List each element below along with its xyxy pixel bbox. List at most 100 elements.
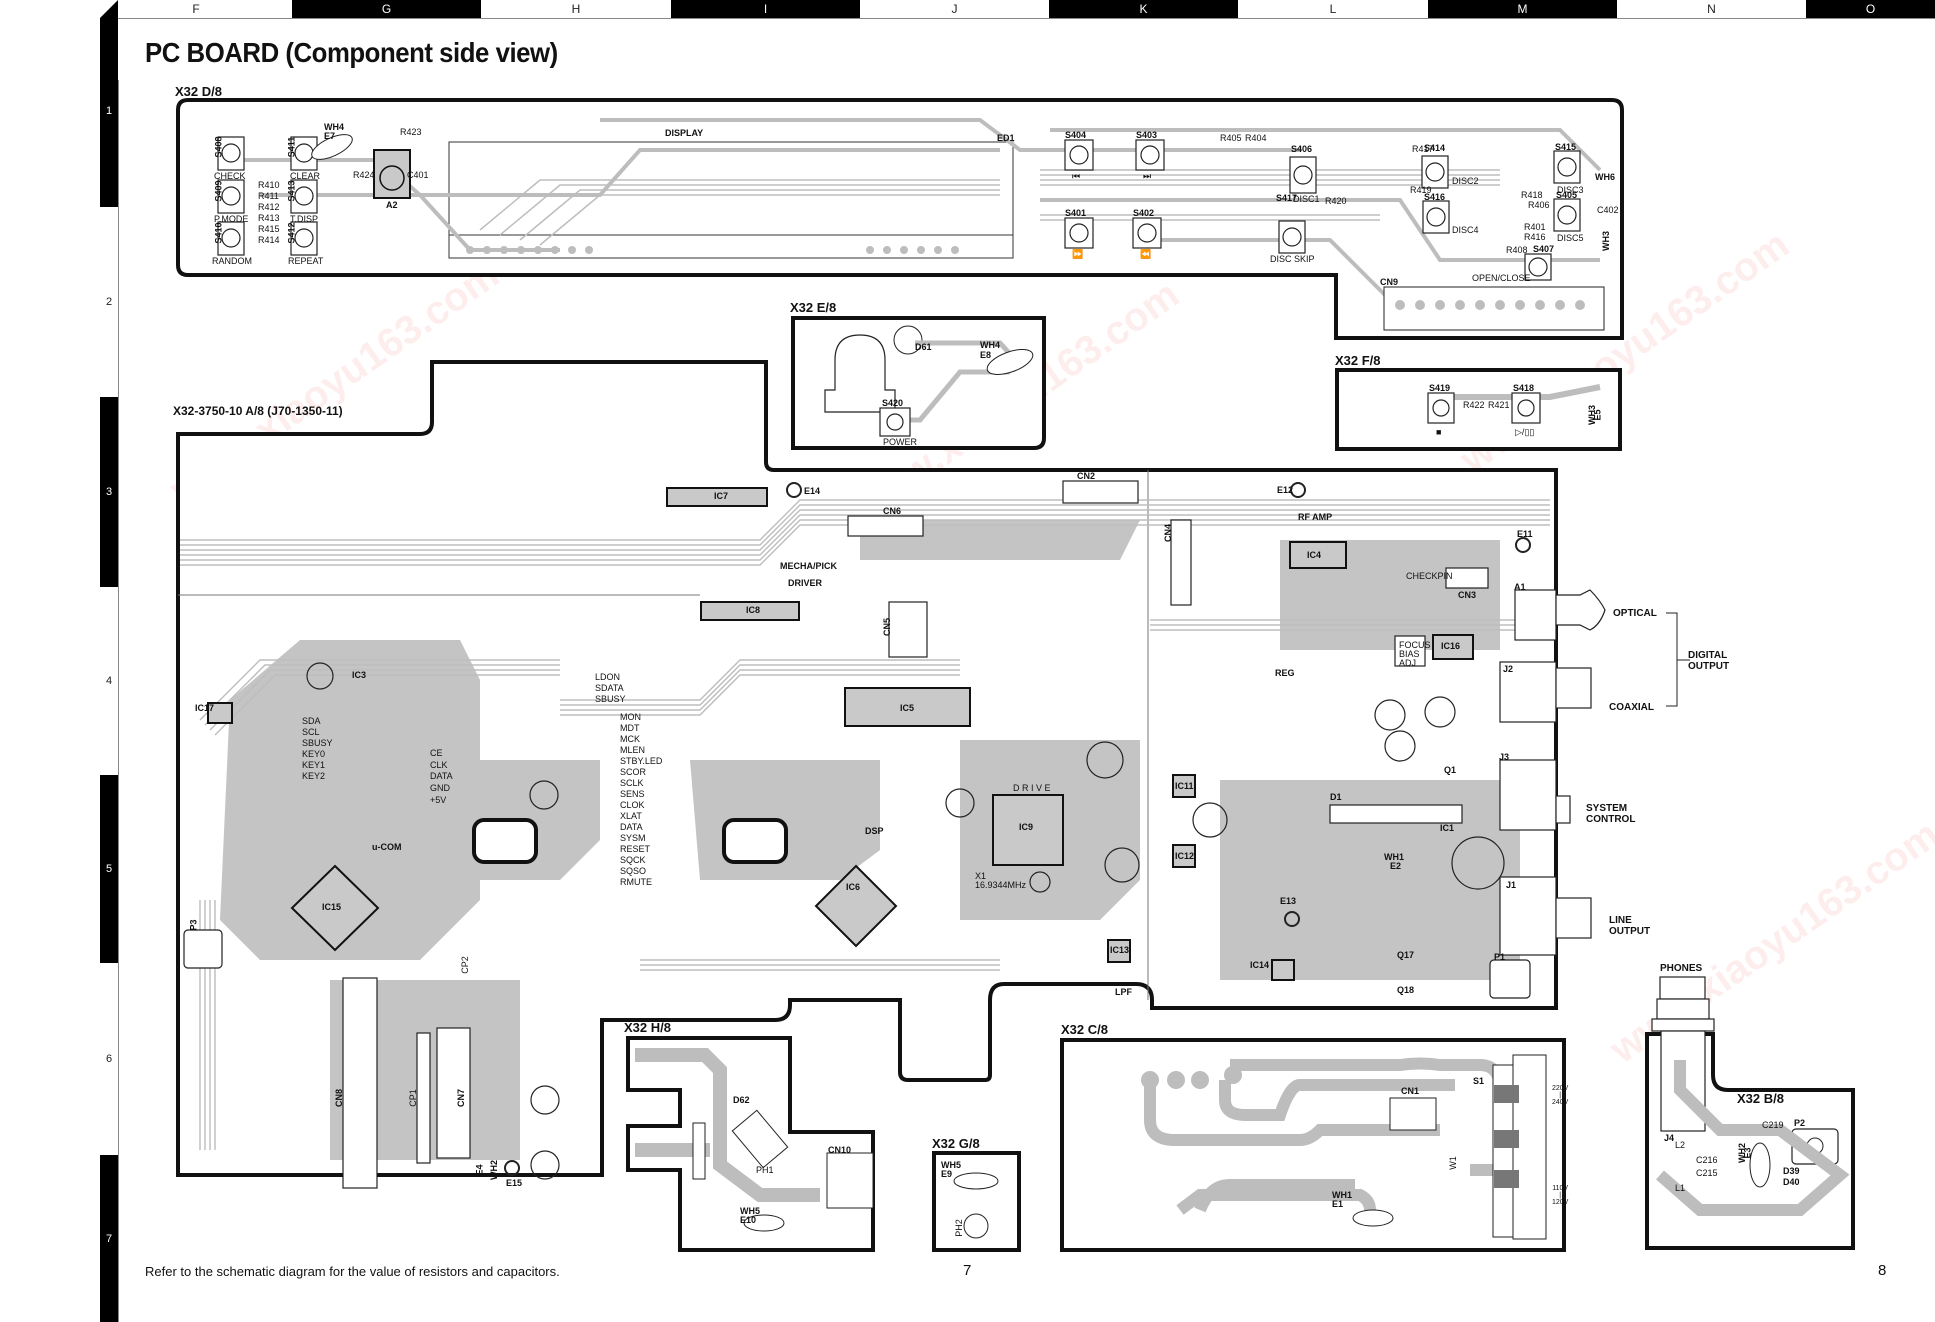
switch-ref: S416 — [1424, 192, 1446, 202]
switch-name: DISC5 — [1557, 233, 1584, 243]
w1-label: W1 — [1447, 1156, 1458, 1170]
e12-label: E12 — [1277, 485, 1294, 495]
e15-label: E15 — [506, 1178, 523, 1188]
wh1-label: WH1 — [1384, 852, 1404, 862]
bus-signal-label: MCK — [620, 734, 640, 744]
d1-label: D1 — [1330, 792, 1342, 802]
e10-label: E10 — [740, 1215, 757, 1225]
switch-ref: S405 — [1556, 190, 1578, 200]
signal-label: SDA — [302, 716, 321, 726]
resistor-label: R405 — [1220, 133, 1242, 143]
led-d62: D62 — [733, 1095, 750, 1105]
switch-name: DISC2 — [1452, 176, 1479, 186]
bus-signal-label: CLOK — [620, 800, 645, 810]
page-number-left: 7 — [963, 1262, 972, 1279]
cn7-label: CN7 — [456, 1088, 467, 1108]
board-c-label: X32 C/8 — [1061, 1022, 1108, 1037]
bus-signal-label: RMUTE — [620, 877, 652, 887]
ic6-label: IC6 — [846, 882, 861, 892]
ic16-label: IC16 — [1441, 641, 1461, 651]
switch-name: ⏮ — [1072, 171, 1081, 181]
wh1-label: WH1 — [1332, 1190, 1352, 1200]
resistor-label: R416 — [1524, 232, 1546, 242]
switch-name: ⏩ — [1072, 249, 1084, 259]
e11-label: E11 — [1517, 529, 1533, 539]
ic9-label: IC9 — [1019, 822, 1034, 832]
wh3-label: WH3 — [1601, 231, 1611, 251]
grid-row-2: 2 — [100, 207, 118, 397]
focus-label: FOCUS — [1399, 640, 1431, 650]
resistor-label: R424 — [353, 170, 375, 180]
connector-e7: E7 — [324, 131, 336, 141]
display-label: DISPLAY — [665, 128, 704, 138]
switch-name: DISC SKIP — [1270, 254, 1315, 264]
bus-signal-label: MDT — [620, 723, 640, 733]
cn3-label: CN3 — [1458, 590, 1477, 600]
resistor-label: R415 — [258, 224, 280, 234]
ic13-label: IC13 — [1110, 945, 1130, 955]
ic1-label: IC1 — [1440, 823, 1455, 833]
switch-ref: S404 — [1065, 130, 1087, 140]
board-g-label: X32 G/8 — [932, 1136, 980, 1151]
capacitor-c402: C402 — [1597, 205, 1619, 215]
switch-name: DISC3 — [1557, 185, 1584, 195]
voltage-high-label: 220V | 240V — [1552, 1085, 1569, 1106]
j2-label: J2 — [1503, 664, 1514, 674]
grid-column-f: F — [100, 0, 292, 18]
diode-d40: D40 — [1783, 1177, 1800, 1187]
board-a-label: X32-3750-10 A/8 (J70-1350-11) — [173, 404, 343, 418]
dsp-label: DSP — [865, 826, 884, 836]
switch-ref: S414 — [1424, 143, 1446, 153]
resistor-label: R404 — [1245, 133, 1267, 143]
cn8-label: CN8 — [334, 1088, 345, 1108]
a1-label: A1 — [1514, 582, 1526, 592]
bus-signal-label: SDATA — [595, 683, 624, 693]
sensor-a2: A2 — [386, 200, 398, 210]
e1-label: E1 — [1332, 1199, 1344, 1209]
signal-label: KEY2 — [302, 771, 326, 781]
bus-signal-label: MLEN — [620, 745, 646, 755]
part-label: C219 — [1762, 1120, 1784, 1130]
bus-signal-label: SBUSY — [595, 694, 626, 704]
resistor-label: R401 — [1524, 222, 1546, 232]
resistor-label: R421 — [1488, 400, 1510, 410]
switch-ref: S406 — [1291, 144, 1313, 154]
board-d-outline — [176, 98, 1624, 340]
resistor-label: R419 — [1410, 185, 1432, 195]
signal-label: KEY1 — [302, 760, 326, 770]
signal-label: GND — [430, 783, 450, 793]
switch-name: CLEAR — [290, 171, 321, 181]
p3-label: P3 — [188, 919, 199, 931]
connector-wh4: WH4 — [980, 340, 1000, 350]
rf-amp-label: RF AMP — [1298, 512, 1333, 522]
display-module — [448, 141, 1014, 259]
voltage-low-label: 110V | 120V — [1552, 1185, 1569, 1206]
ic14-label: IC14 — [1250, 960, 1270, 970]
switch-name: REPEAT — [288, 256, 324, 266]
resistor-label: R420 — [1325, 196, 1347, 206]
resistor-label: R412 — [258, 202, 280, 212]
grid-column-m: M — [1428, 0, 1617, 18]
ic8-label: IC8 — [746, 605, 761, 615]
mecha-pick-label: MECHA/PICK — [780, 561, 838, 571]
page-number-right: 8 — [1878, 1262, 1887, 1279]
switch-ref: S410 — [213, 222, 224, 244]
cn9-label: CN9 — [1380, 277, 1399, 287]
switch-name: DISC1 — [1293, 194, 1320, 204]
grid-column-g: G — [292, 0, 481, 18]
power-switch-label: POWER — [883, 437, 918, 447]
grid-column-i: I — [671, 0, 860, 18]
switch-ref: S417 — [1276, 193, 1298, 203]
board-e-label: X32 E/8 — [790, 300, 837, 315]
resistor-label: R417 — [1412, 144, 1434, 154]
j1-label: J1 — [1506, 880, 1517, 890]
diode-d39: D39 — [1783, 1166, 1800, 1176]
cn6-label: CN6 — [883, 506, 902, 516]
switch-name: RANDOM — [212, 256, 252, 266]
grid-row-3: 3 — [100, 397, 118, 587]
e3-label: E3 — [1742, 1147, 1753, 1159]
resistor-label: R423 — [400, 127, 422, 137]
bus-signal-label: LDON — [595, 672, 621, 682]
